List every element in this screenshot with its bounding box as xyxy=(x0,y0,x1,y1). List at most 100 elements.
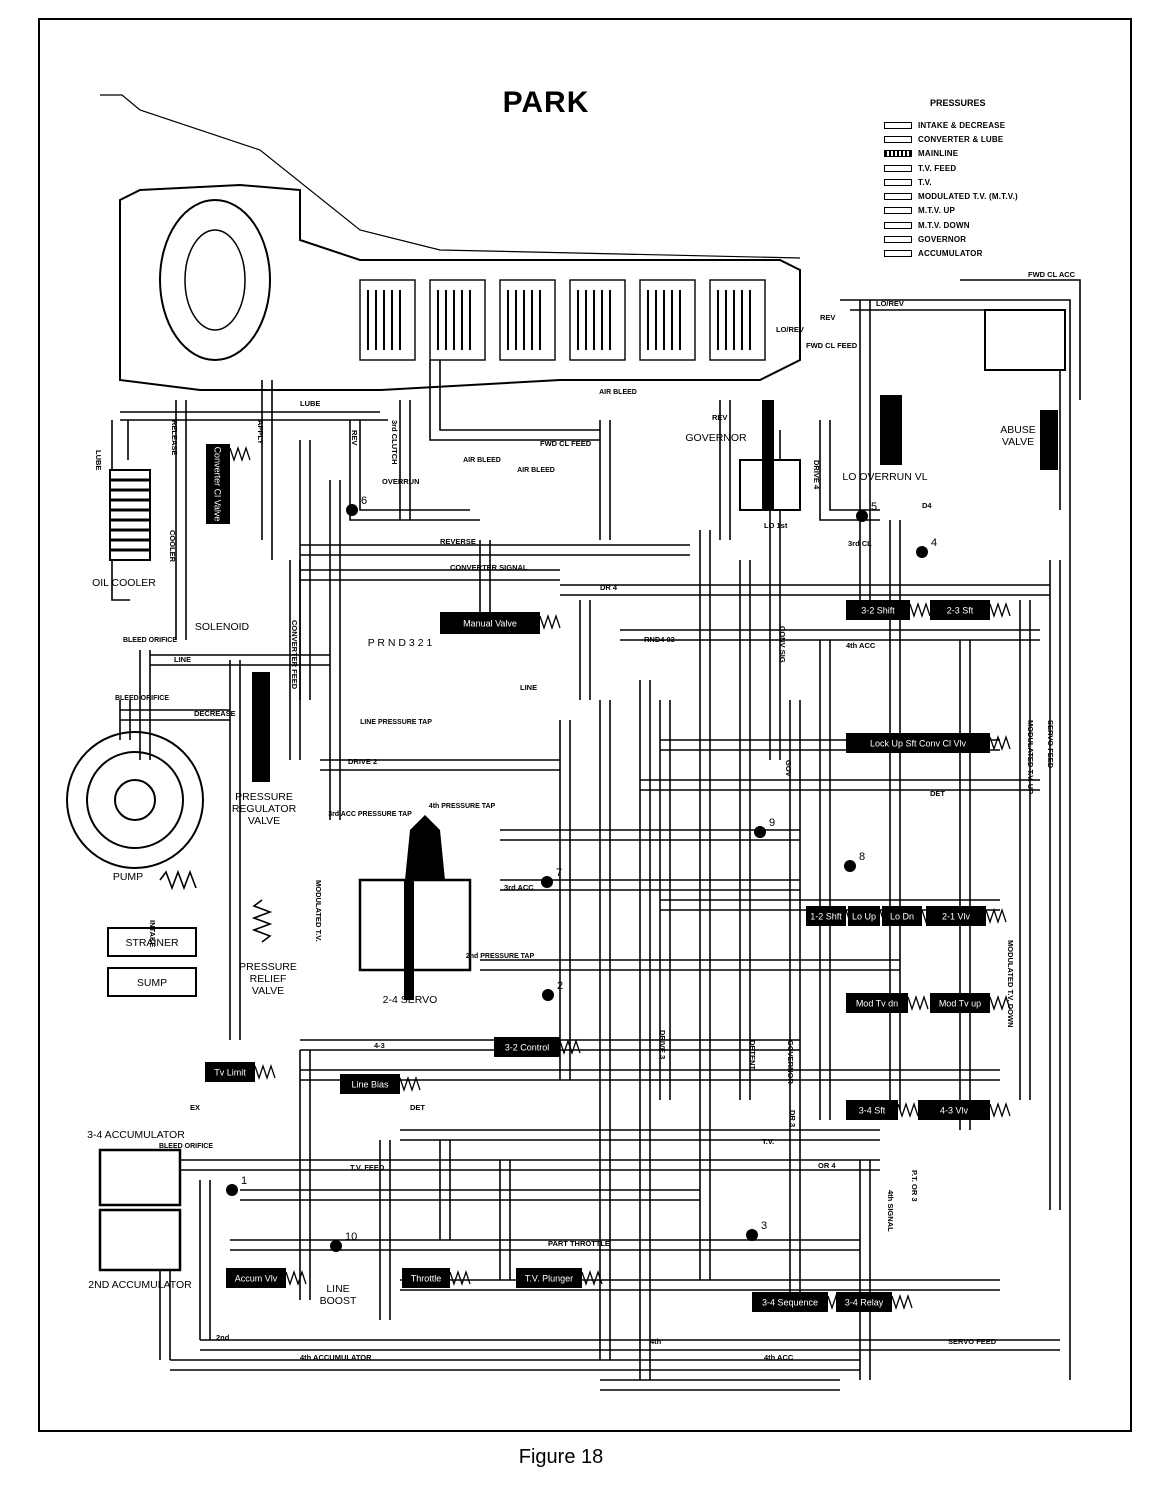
legend-item: M.T.V. DOWN xyxy=(884,218,1074,232)
legend-label: MODULATED T.V. (M.T.V.) xyxy=(918,192,1018,202)
legend-label: INTAKE & DECREASE xyxy=(918,120,1006,130)
label-line: BOOST xyxy=(320,1295,357,1307)
passage-label-release: RELEASE xyxy=(170,420,179,455)
label-line: VALVE xyxy=(252,985,284,997)
pressure-regulator-spool xyxy=(252,672,270,782)
passage-label-drive-4: DRIVE 4 xyxy=(812,460,821,490)
passage-label-lube: LUBE xyxy=(300,399,320,408)
passage-label-converter-feed: CONVERTER FEED xyxy=(290,620,299,690)
check-ball-10 xyxy=(330,1240,342,1252)
valve-label-control-3-2: 3-2 Control xyxy=(505,1043,550,1053)
passage-label-lo-rev-2: LO/REV xyxy=(776,325,804,334)
passage-label-decrease: DECREASE xyxy=(194,709,236,718)
label-air-bleed-3: AIR BLEED xyxy=(599,389,637,396)
legend-label: M.T.V. DOWN xyxy=(918,220,970,230)
passage-label-dr-3: DR 3 xyxy=(788,1110,797,1127)
valve-label-shift-4-3: 4-3 Vlv xyxy=(940,1106,969,1116)
check-ball-7 xyxy=(541,876,553,888)
legend-swatch xyxy=(884,121,912,129)
check-ball-number: 4 xyxy=(931,537,937,549)
check-ball-5 xyxy=(856,510,868,522)
valve-shift-2-3 xyxy=(930,600,990,620)
fluid-passage xyxy=(960,279,1081,400)
check-ball-number: 6 xyxy=(361,495,367,507)
valve-label-tv-plunger: T.V. Plunger xyxy=(525,1274,573,1284)
check-ball-2 xyxy=(542,989,554,1001)
passage-label-lo-1st: LO 1st xyxy=(764,521,788,530)
legend-item: T.V. FEED xyxy=(884,161,1074,175)
valve-spring xyxy=(909,601,931,619)
valve-shift-2-1 xyxy=(926,906,986,926)
passage-label-rev-right: REV xyxy=(350,430,359,445)
legend-item: T.V. xyxy=(884,175,1074,189)
label-tap-4th: 4th PRESSURE TAP xyxy=(429,803,496,810)
label-line: LINE xyxy=(326,1283,349,1295)
passage-label-second: 2nd xyxy=(216,1333,230,1342)
label-pump: PUMP xyxy=(113,871,143,883)
label-line: VALVE xyxy=(1002,436,1034,448)
passage-label-fourth-signal: 4th SIGNAL xyxy=(886,1190,895,1232)
passage-label-drive-2: DRIVE 2 xyxy=(348,757,377,766)
valve-shift-3-4 xyxy=(846,1100,898,1120)
clutch-pack xyxy=(569,279,626,361)
legend-item: ACCUMULATOR xyxy=(884,247,1074,261)
passage-label-part-throttle: PART THROTTLE xyxy=(548,1239,610,1248)
passage-label-servo-feed: SERVO FEED xyxy=(1046,720,1055,769)
passage-label-fourth-acc-bottom: 4th ACC xyxy=(764,1353,794,1362)
clutch-pack xyxy=(359,279,416,361)
valve-label-shift-1-2: 1-2 Shft xyxy=(810,912,842,922)
valve-shift-1-2 xyxy=(806,906,846,926)
passage-label-fwd-cl-acc: FWD CL ACC xyxy=(1028,270,1076,279)
legend-item: INTAKE & DECREASE xyxy=(884,118,1074,132)
label-solenoid: SOLENOID xyxy=(195,621,250,633)
legend-heading: PRESSURES xyxy=(930,98,986,108)
legend-label: M.T.V. UP xyxy=(918,206,956,216)
diagram-title: PARK xyxy=(502,86,590,119)
passage-label-ex: EX xyxy=(190,1103,200,1112)
valve-manual-valve xyxy=(440,612,540,634)
legend-item: GOVERNOR xyxy=(884,232,1074,246)
passage-label-fourth: 4th xyxy=(650,1337,662,1346)
passage-label-tv-feed: T.V. FEED xyxy=(350,1163,385,1172)
passage-label-conv-sig: CONV SIG xyxy=(778,626,787,663)
diagram-frame xyxy=(38,18,1132,1432)
passage-label-fourth-accumulator: 4th ACCUMULATOR xyxy=(300,1353,372,1362)
passage-label-gov: GOV xyxy=(784,760,793,777)
label-acc-3-4: 3-4 ACCUMULATOR xyxy=(87,1129,185,1141)
label-line: PRESSURE xyxy=(239,961,297,973)
passage-label-tv: T.V. xyxy=(762,1137,774,1146)
servo-body xyxy=(358,878,472,972)
valve-sequence-3-4 xyxy=(752,1292,828,1312)
valve-relay-3-4 xyxy=(836,1292,892,1312)
valve-spring xyxy=(897,1101,919,1119)
check-ball-number: 3 xyxy=(761,1220,767,1232)
passage-label-four-three: 4-3 xyxy=(374,1041,385,1050)
label-bleed-orifice-acc: BLEED ORIFICE xyxy=(159,1143,213,1150)
legend-swatch xyxy=(884,207,912,215)
check-ball-number: 1 xyxy=(241,1175,247,1187)
passage-label-governor-line: GOVERNOR xyxy=(786,1040,795,1084)
valve-lo-up xyxy=(848,906,880,926)
legend-label: MAINLINE xyxy=(918,149,959,159)
label-sump: SUMP xyxy=(137,977,167,989)
valve-spring xyxy=(399,1075,421,1093)
passage-label-third-acc: 3rd ACC xyxy=(504,883,534,892)
valve-label-shift-2-3: 2-3 Sft xyxy=(947,606,974,616)
valve-spring xyxy=(891,1293,913,1311)
clutch-pack xyxy=(639,279,696,361)
label-line: REGULATOR xyxy=(232,803,297,815)
abuse-valve-spool xyxy=(1040,410,1058,470)
valve-label-throttle: Throttle xyxy=(411,1274,442,1284)
valve-spring xyxy=(989,1101,1011,1119)
legend-swatch xyxy=(884,178,912,186)
passage-label-servo-feed-bottom: SERVO FEED xyxy=(948,1337,997,1346)
label-line: PRESSURE xyxy=(235,791,293,803)
valve-accum xyxy=(226,1268,286,1288)
passage-label-det: DET xyxy=(930,789,945,798)
label-lo-overrun: LO OVERRUN VL xyxy=(842,471,927,483)
passage-label-dr-4: DR 4 xyxy=(600,583,618,592)
label-tap-3rd-acc: 3rd ACC PRESSURE TAP xyxy=(328,811,412,818)
passage-label-fourth-acc: 4th ACC xyxy=(846,641,876,650)
passage-label-reverse: REVERSE xyxy=(440,537,476,546)
